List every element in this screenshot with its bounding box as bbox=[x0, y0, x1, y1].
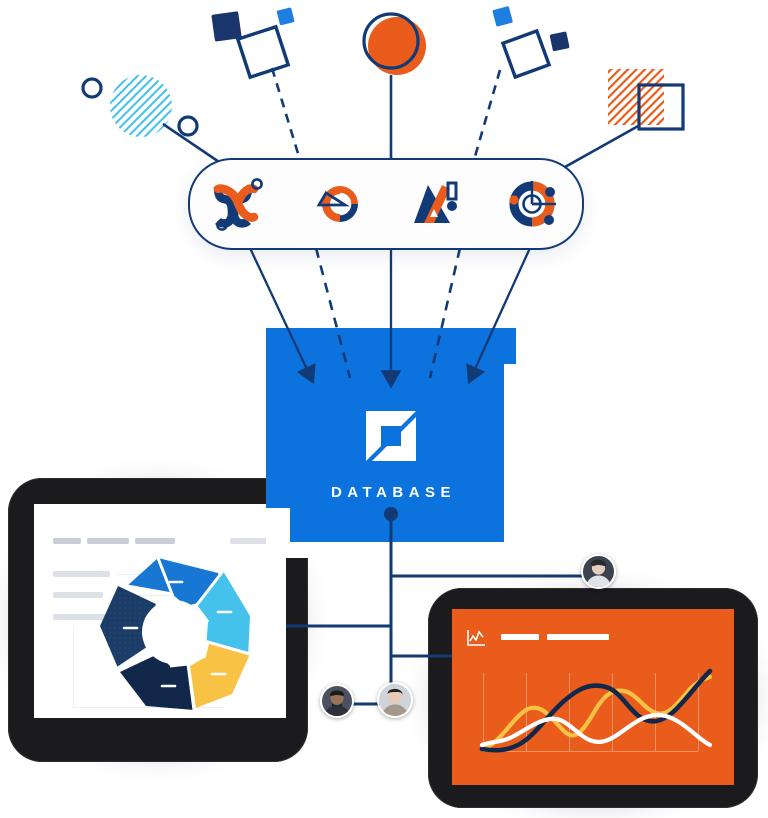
grid-baseline bbox=[483, 751, 698, 752]
donut-segment-4 bbox=[120, 654, 194, 710]
database-output-node bbox=[384, 507, 398, 521]
avatar-center-left[interactable] bbox=[320, 684, 354, 718]
icon-target-nodes[interactable] bbox=[502, 175, 564, 233]
square-outline-rotated bbox=[235, 24, 291, 80]
square-filled-navy bbox=[211, 11, 242, 42]
icon-triangle-alert[interactable] bbox=[404, 175, 466, 233]
header-bar-1 bbox=[53, 538, 81, 544]
line-from-right-square bbox=[472, 69, 502, 161]
db-card-cutout-bottom bbox=[286, 542, 516, 558]
avatar-face bbox=[583, 556, 614, 587]
arrow-dashed-left bbox=[314, 247, 352, 379]
hatched-square-orange bbox=[608, 69, 664, 125]
circle-outline-tiny bbox=[177, 115, 199, 137]
header-bar-2 bbox=[87, 538, 129, 544]
database-card-notch bbox=[516, 364, 524, 524]
series-navy bbox=[479, 668, 713, 753]
integrations-pill[interactable] bbox=[188, 158, 584, 250]
square-small-blue bbox=[276, 7, 295, 26]
circle-outline-navy-large bbox=[362, 12, 420, 70]
trend-line-chart bbox=[479, 668, 713, 753]
series-white bbox=[479, 712, 713, 748]
line-from-hatched-square bbox=[555, 123, 641, 174]
decorations-layer bbox=[81, 6, 685, 137]
axis-vline bbox=[73, 626, 74, 708]
square-outline-rotated-right bbox=[500, 28, 552, 80]
row-bar-2 bbox=[53, 592, 103, 598]
pill-to-database-arrows bbox=[248, 247, 532, 389]
avatar-face bbox=[322, 686, 352, 716]
donut-dashboard-screen[interactable] bbox=[34, 504, 286, 718]
database-label: DATABASE bbox=[330, 483, 457, 501]
donut-hole bbox=[142, 600, 206, 664]
database-logo bbox=[366, 410, 416, 461]
line-chart-icon bbox=[467, 630, 485, 646]
square-small-blue-right bbox=[492, 6, 513, 27]
db-card-cutout-right-edge bbox=[504, 364, 518, 544]
gridline-6 bbox=[698, 673, 699, 751]
hatched-circle-cyan bbox=[110, 75, 172, 137]
arrow-solid-right bbox=[466, 247, 532, 385]
gridline-4 bbox=[612, 673, 613, 751]
series-amber bbox=[479, 674, 713, 752]
arrow-dashed-right bbox=[428, 247, 462, 379]
gridline-1 bbox=[483, 673, 484, 751]
arrow-solid-left bbox=[248, 247, 316, 385]
avatar-top-right[interactable] bbox=[581, 554, 616, 589]
header-bar-2 bbox=[547, 634, 609, 640]
gridline-3 bbox=[569, 673, 570, 751]
row-bar-1 bbox=[53, 571, 110, 577]
trend-dashboard-screen[interactable] bbox=[452, 609, 734, 785]
row-bar-3 bbox=[53, 614, 110, 620]
square-filled-navy-right bbox=[549, 31, 570, 52]
donut-cycle-chart bbox=[100, 557, 251, 711]
header-bar-right bbox=[230, 538, 270, 544]
header-bar-1 bbox=[501, 634, 539, 640]
avatar-center-right[interactable] bbox=[377, 682, 413, 718]
donut-segment-2 bbox=[196, 571, 250, 658]
square-outline-navy-right bbox=[637, 83, 685, 131]
icon-crossing-arcs[interactable] bbox=[208, 175, 270, 233]
row-hair-2 bbox=[116, 595, 176, 596]
line-from-top-square bbox=[270, 67, 302, 161]
icon-triangle-donut[interactable] bbox=[306, 175, 368, 233]
avatar-face bbox=[379, 684, 411, 716]
axis-hline bbox=[73, 707, 223, 708]
circle-outline-small bbox=[81, 77, 103, 99]
header-bar-3 bbox=[135, 538, 175, 544]
